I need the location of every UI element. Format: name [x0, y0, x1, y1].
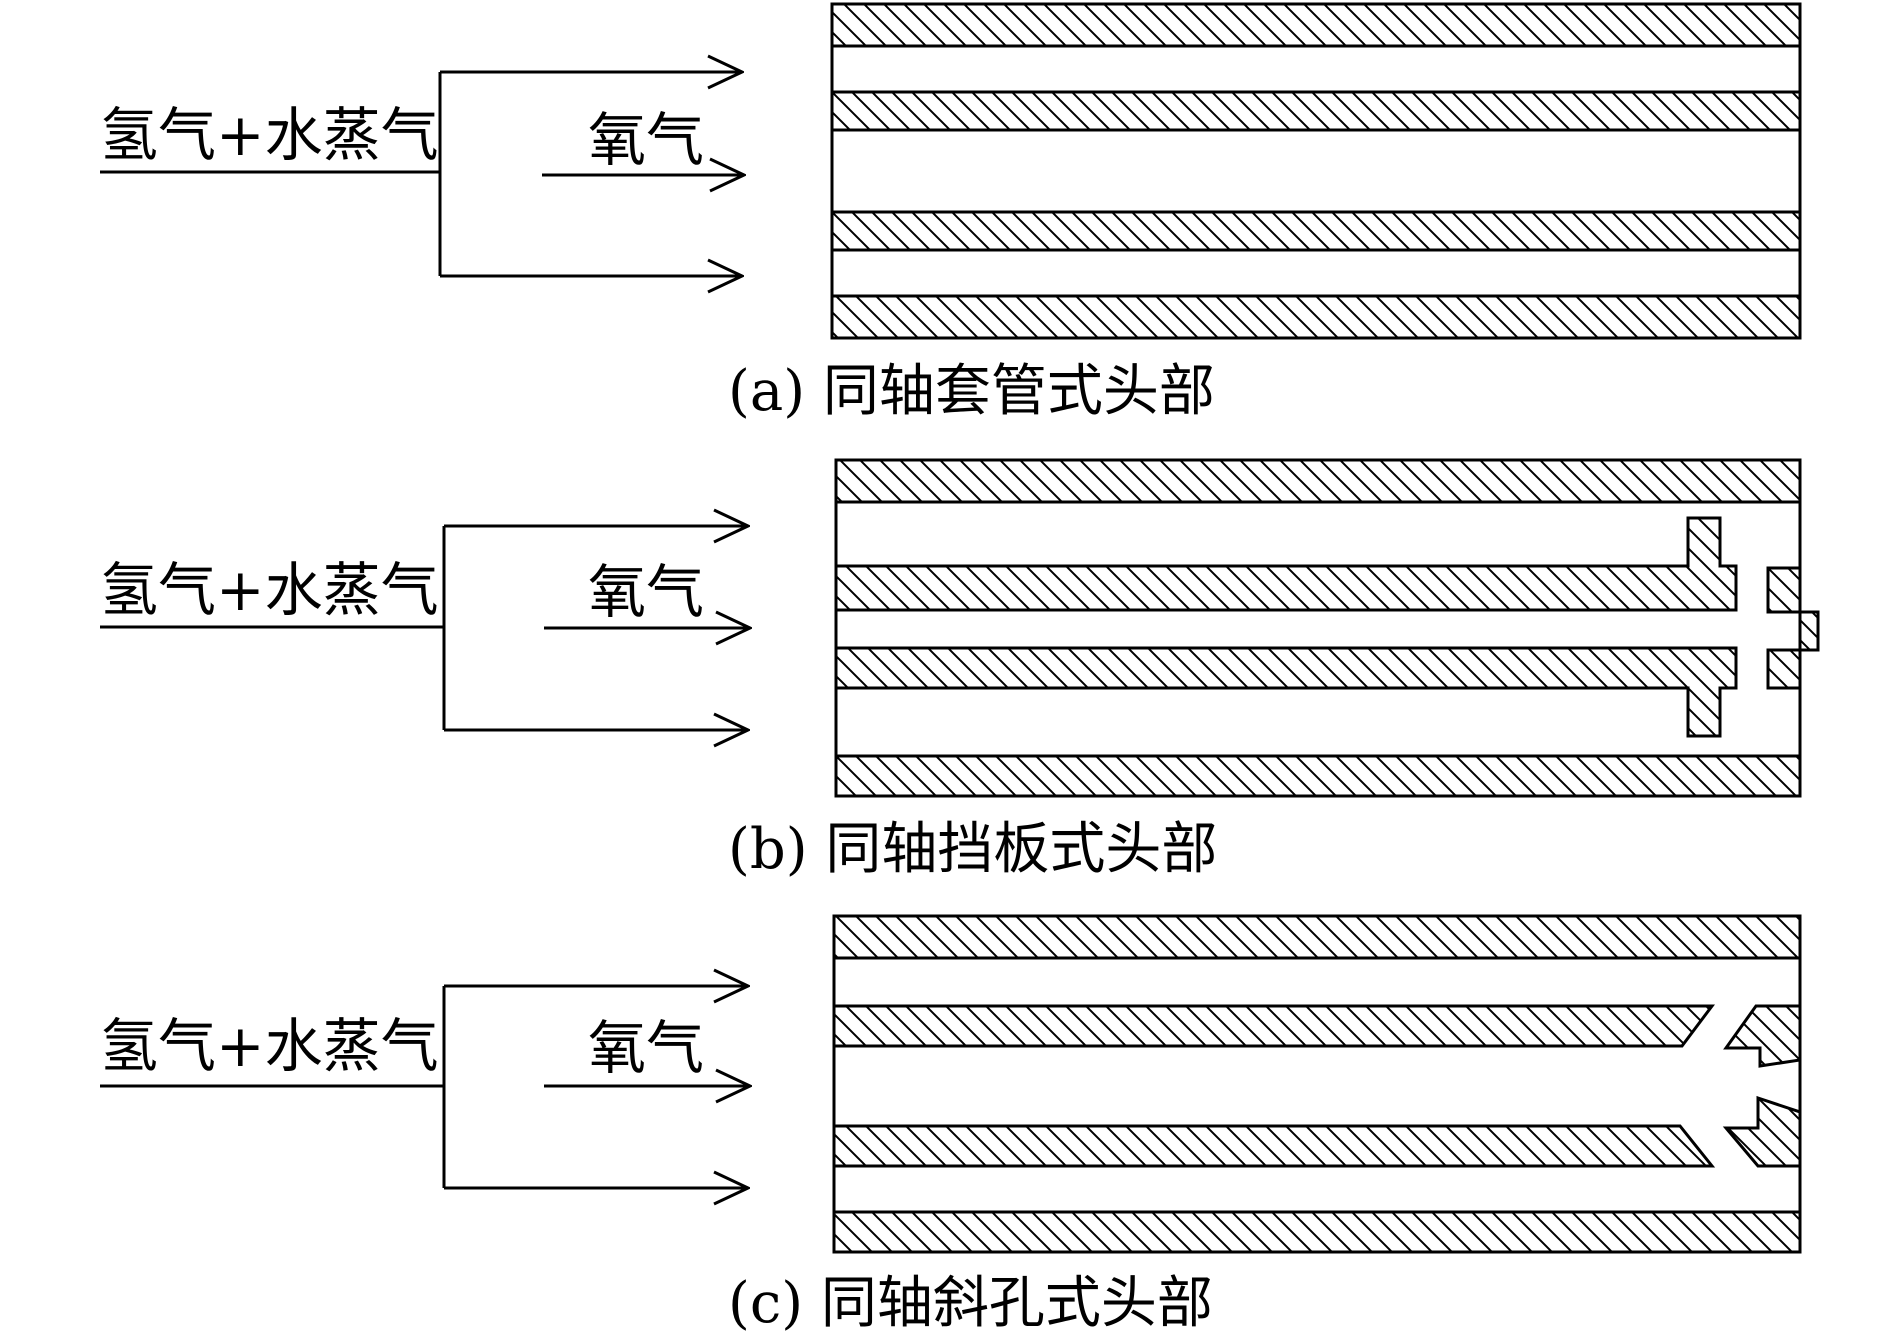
hydrogen-steam-label: 氢气+水蒸气 [100, 101, 439, 169]
caption-c: (c) 同轴斜孔式头部 [728, 1271, 1213, 1335]
oblique-hole-plate-top [1723, 1004, 1802, 1068]
caption-b: (b) 同轴挡板式头部 [728, 817, 1217, 882]
oblique-hole-plate-bottom [1722, 1095, 1802, 1168]
coaxial-baffle-head [834, 458, 1820, 798]
caption-a: (a) 同轴套管式头部 [728, 359, 1215, 424]
outer-wall-top [830, 2, 1802, 48]
outer-wall-bottom [830, 294, 1802, 340]
inner-tube-wall-top-oblique [832, 1004, 1715, 1048]
hydrogen-steam-label: 氢气+水蒸气 [100, 556, 439, 624]
hydrogen-steam-label: 氢气+水蒸气 [100, 1012, 439, 1080]
inner-tube-wall-bottom [830, 210, 1802, 252]
outer-wall-bottom [832, 1210, 1802, 1254]
head-outline [834, 458, 1802, 798]
outer-wall-top [834, 458, 1802, 504]
outer-wall-top [832, 914, 1802, 960]
coaxial-oblique-hole-head [832, 914, 1802, 1254]
flow-schematic-a: 氢气+水蒸气 氧气 [100, 72, 744, 276]
coaxial-tube-head [830, 2, 1802, 340]
head-outline [830, 2, 1802, 340]
panel-c: 氢气+水蒸气 氧气 (c) 同轴斜孔式头部 [100, 914, 1802, 1335]
oxygen-label: 氧气 [588, 558, 704, 626]
oxygen-label: 氧气 [588, 106, 704, 174]
flow-schematic-c: 氢气+水蒸气 氧气 [100, 986, 750, 1188]
oxygen-label: 氧气 [588, 1014, 704, 1082]
outer-wall-bottom [834, 754, 1802, 798]
inner-tube-wall-bottom-with-baffle [834, 646, 1738, 738]
panel-b: 氢气+水蒸气 氧气 (b) 同轴挡板式头部 [100, 458, 1820, 882]
panel-a: 氢气+水蒸气 氧气 (a) 同轴套管式头部 [100, 2, 1802, 424]
flow-schematic-b: 氢气+水蒸气 氧气 [100, 526, 750, 730]
head-outline [832, 914, 1802, 1254]
inner-tube-wall-top [830, 90, 1802, 132]
inner-tube-wall-bottom-oblique [832, 1124, 1716, 1168]
inner-tube-wall-top-with-baffle [834, 516, 1738, 612]
baffle-plate [1766, 566, 1820, 690]
